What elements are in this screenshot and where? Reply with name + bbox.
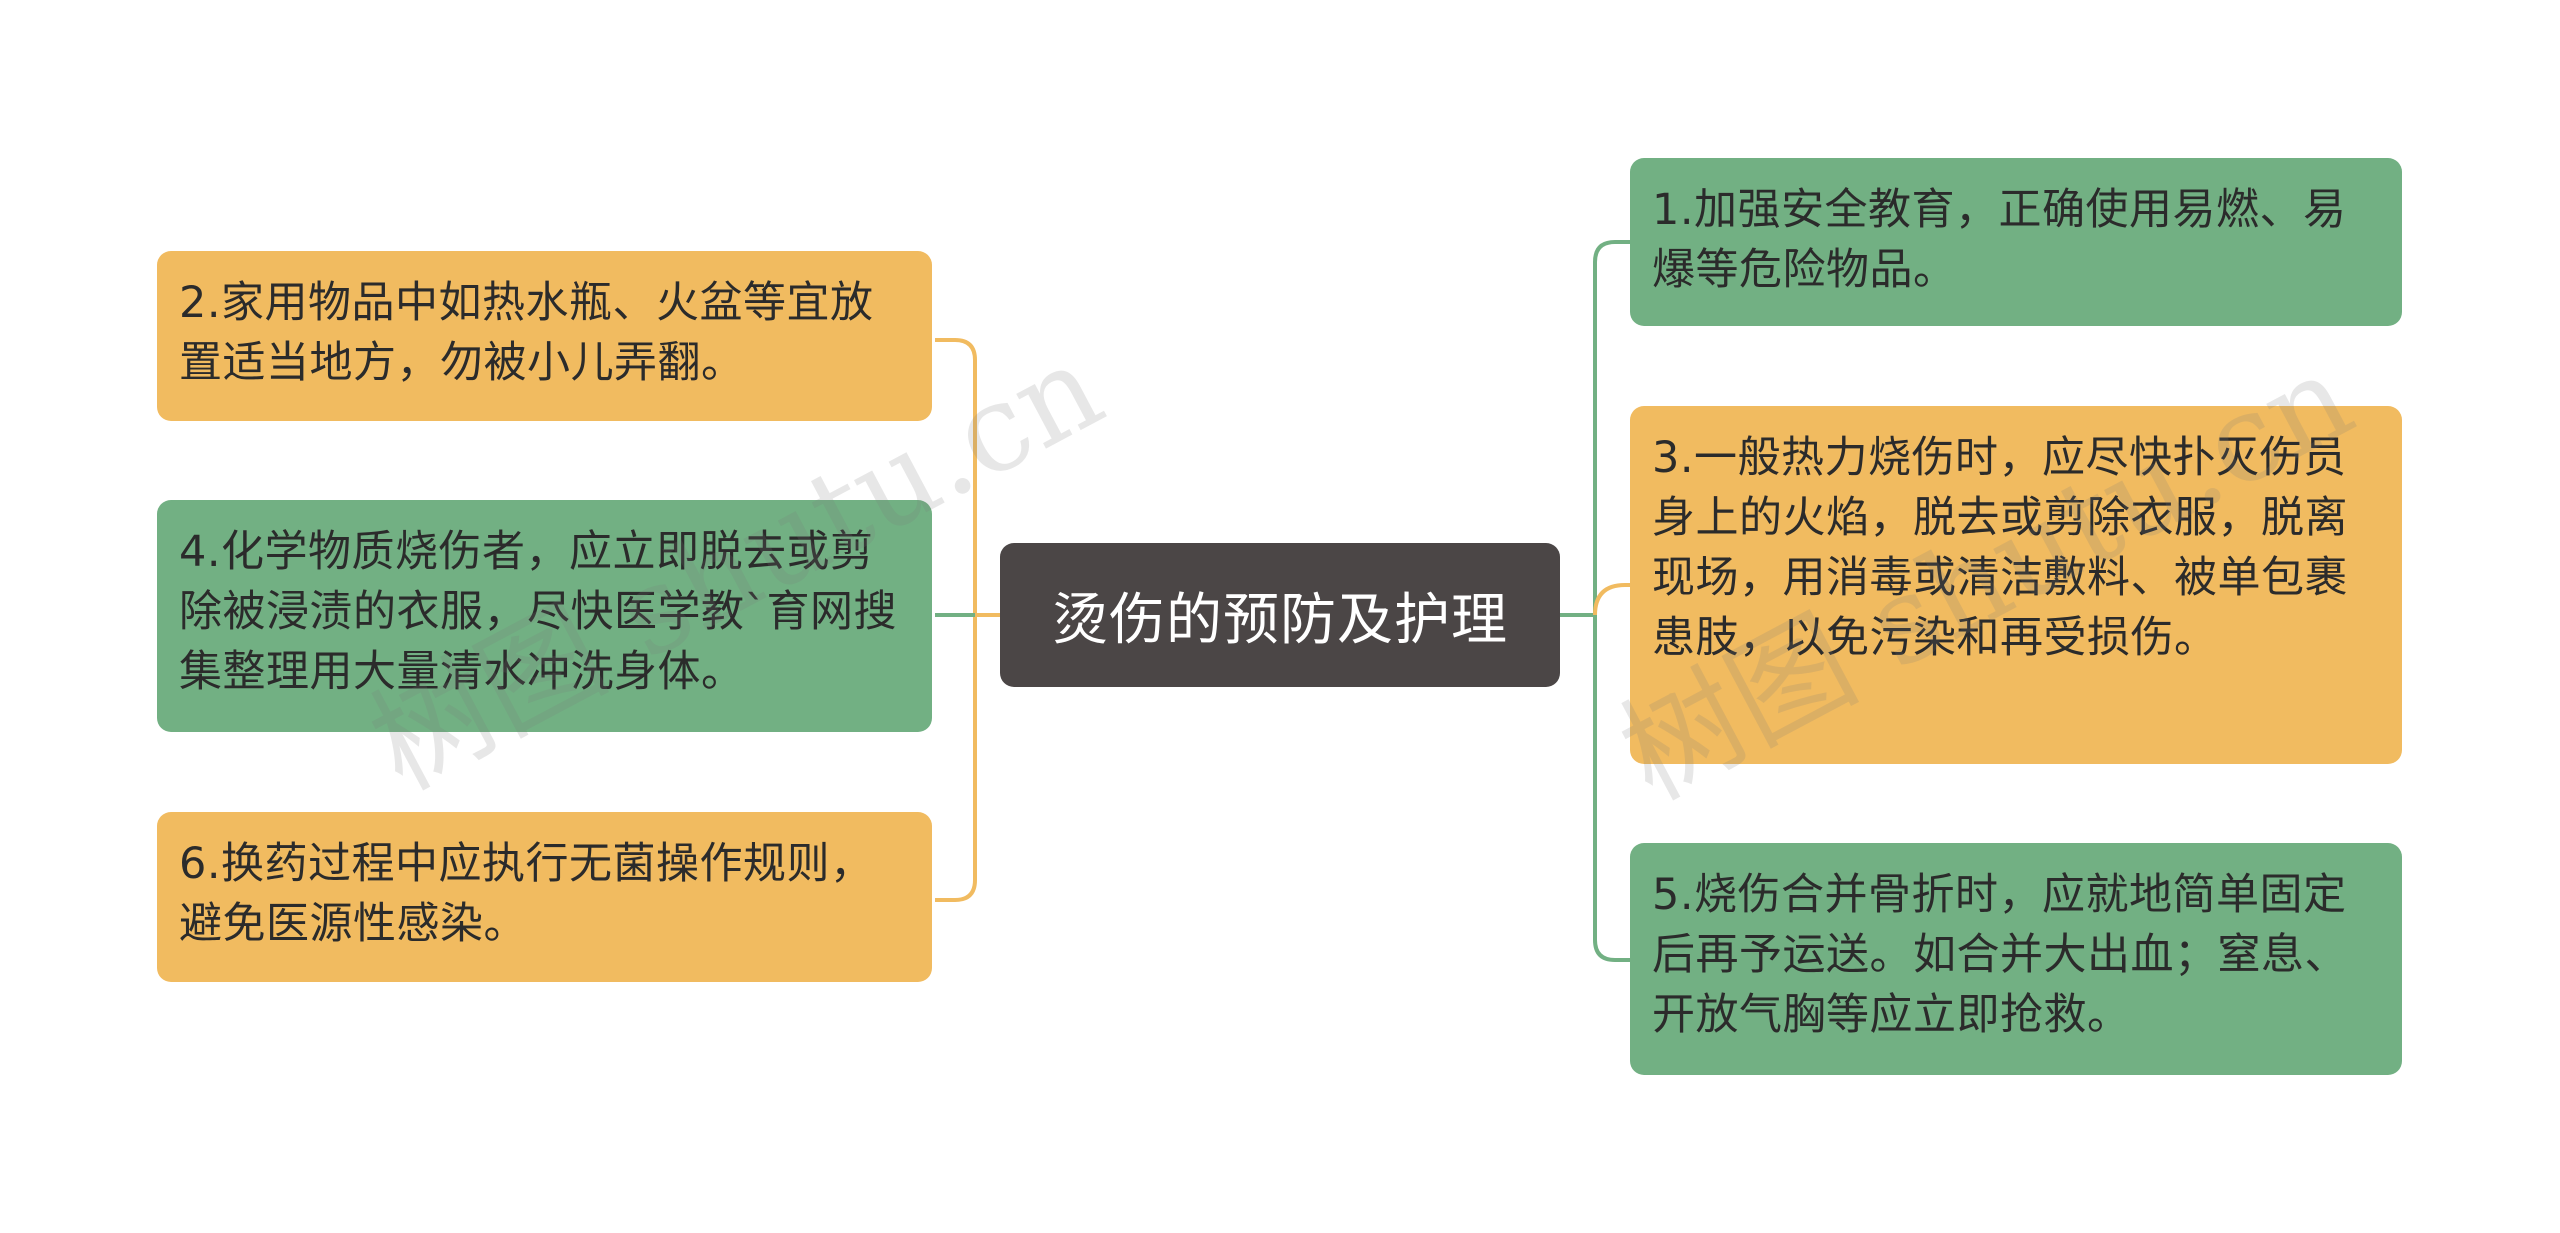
topic-node-2[interactable]: 2.家用物品中如热水瓶、火盆等宜放置适当地方，勿被小儿弄翻。 [157, 251, 932, 421]
central-topic[interactable]: 烫伤的预防及护理 [1000, 543, 1560, 687]
topic-node-5-text: 5.烧伤合并骨折时，应就地简单固定后再予运送。如合并大出血；窒息、开放气胸等应立… [1652, 870, 2348, 1040]
topic-node-3-text: 3.一般热力烧伤时，应尽快扑灭伤员身上的火焰，脱去或剪除衣服，脱离现场，用消毒或… [1652, 433, 2348, 663]
topic-node-6-text: 6.换药过程中应执行无菌操作规则，避免医源性感染。 [179, 839, 874, 949]
topic-node-4-text: 4.化学物质烧伤者，应立即脱去或剪除被浸渍的衣服，尽快医学教`育网搜集整理用大量… [179, 527, 897, 697]
topic-node-4[interactable]: 4.化学物质烧伤者，应立即脱去或剪除被浸渍的衣服，尽快医学教`育网搜集整理用大量… [157, 500, 932, 732]
topic-node-3[interactable]: 3.一般热力烧伤时，应尽快扑灭伤员身上的火焰，脱去或剪除衣服，脱离现场，用消毒或… [1630, 406, 2402, 764]
topic-node-1[interactable]: 1.加强安全教育，正确使用易燃、易爆等危险物品。 [1630, 158, 2402, 326]
left-connector [935, 338, 1000, 902]
topic-node-5[interactable]: 5.烧伤合并骨折时，应就地简单固定后再予运送。如合并大出血；窒息、开放气胸等应立… [1630, 843, 2402, 1075]
topic-node-1-text: 1.加强安全教育，正确使用易燃、易爆等危险物品。 [1652, 185, 2347, 295]
right-connector-orange [1593, 583, 1630, 616]
topic-node-2-text: 2.家用物品中如热水瓶、火盆等宜放置适当地方，勿被小儿弄翻。 [179, 278, 874, 388]
topic-node-6[interactable]: 6.换药过程中应执行无菌操作规则，避免医源性感染。 [157, 812, 932, 982]
